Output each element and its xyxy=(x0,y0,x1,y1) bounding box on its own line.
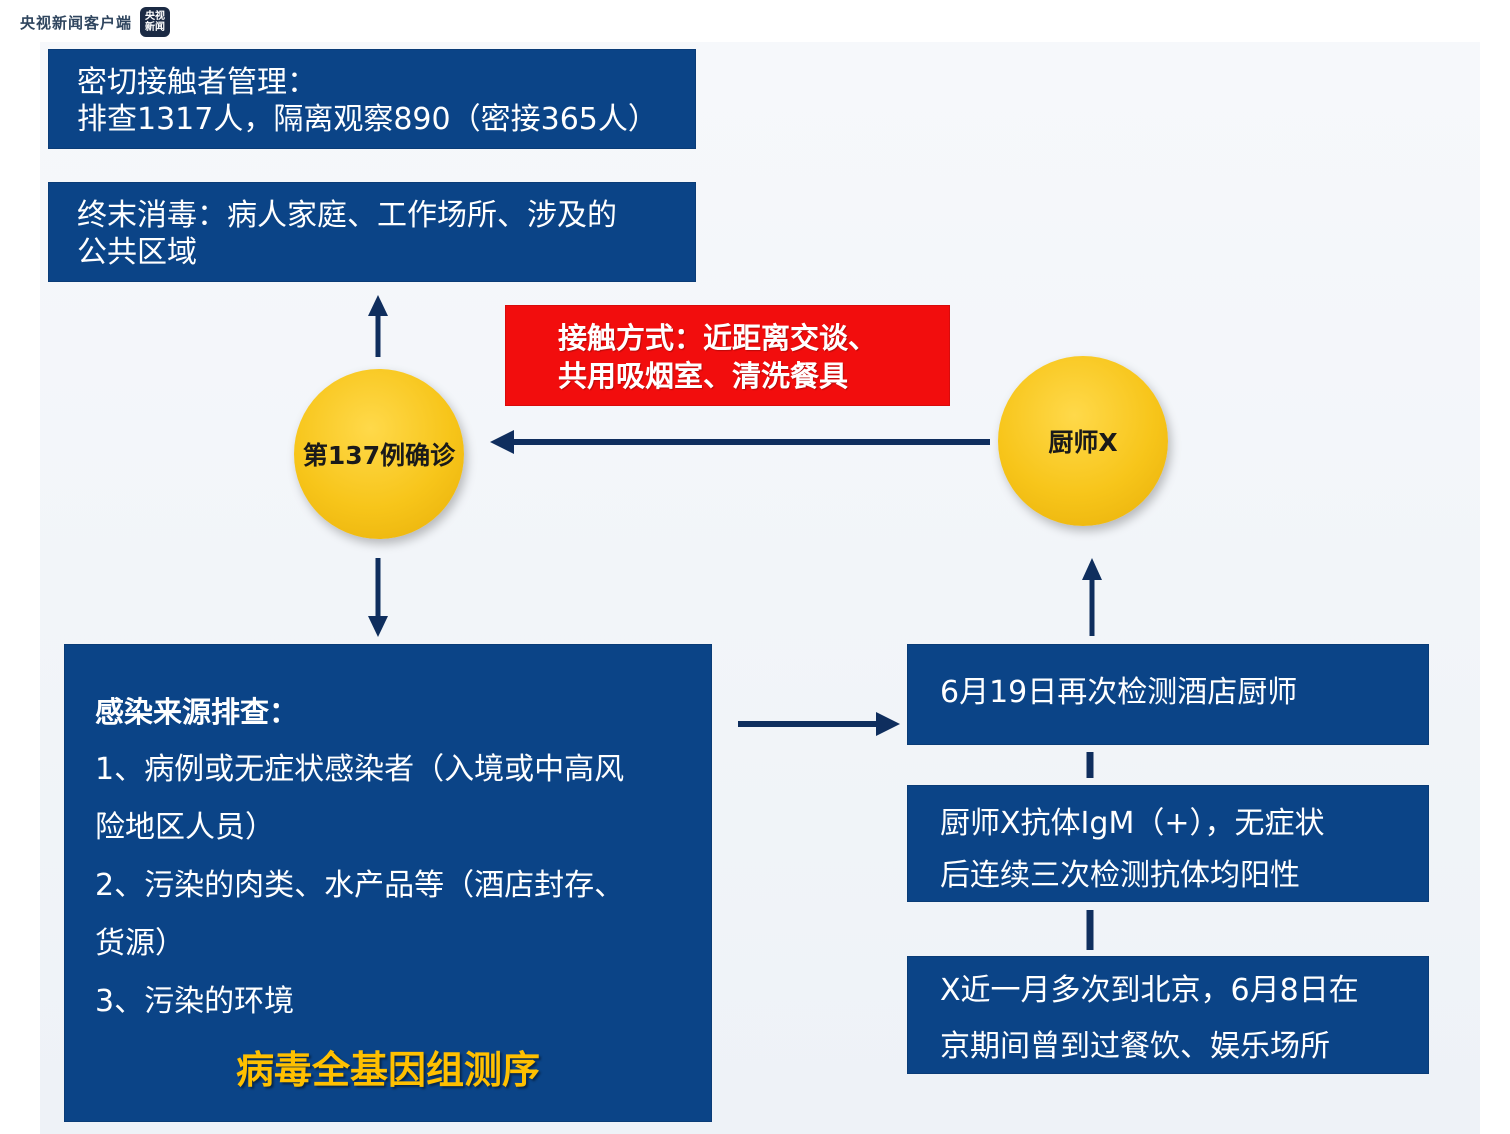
genome-sequencing-label: 病毒全基因组测序 xyxy=(235,1048,540,1092)
case-137-node: 第137例确诊 xyxy=(294,369,464,539)
infection-source-box: 感染来源排查： 1、病例或无症状感染者（入境或中高风 险地区人员） 2、污染的肉… xyxy=(64,644,712,1122)
brand-logo: 央视新闻 xyxy=(140,7,171,37)
travel-line-2: 京期间曾到过餐饮、娱乐场所 xyxy=(940,1029,1330,1064)
travel-history-box: X近一月多次到北京，6月8日在 京期间曾到过餐饮、娱乐场所 xyxy=(907,956,1429,1074)
disinfection-line-1: 终末消毒：病人家庭、工作场所、涉及的 xyxy=(77,198,617,233)
source-item-1-line-2: 险地区人员） xyxy=(95,810,275,845)
disinfection-box: 终末消毒：病人家庭、工作场所、涉及的 公共区域 xyxy=(48,182,696,282)
source-item-2-line-1: 2、污染的肉类、水产品等（酒店封存、 xyxy=(95,868,625,903)
antibody-result-box: 厨师X抗体IgM（+），无症状 后连续三次检测抗体均阳性 xyxy=(907,785,1429,902)
source-item-3: 3、污染的环境 xyxy=(95,984,295,1019)
antibody-line-1: 厨师X抗体IgM（+），无症状 xyxy=(940,806,1325,841)
travel-line-1: X近一月多次到北京，6月8日在 xyxy=(940,973,1359,1008)
chef-retest-box: 6月19日再次检测酒店厨师 xyxy=(907,644,1429,745)
source-item-2-line-2: 货源） xyxy=(95,926,185,961)
chef-x-label: 厨师X xyxy=(1048,428,1118,457)
brand-header: 央视新闻客户端 央视新闻 xyxy=(20,7,171,37)
source-item-1-line-1: 1、病例或无症状感染者（入境或中高风 xyxy=(95,752,625,787)
contact-mode-line-1: 接触方式：近距离交谈、 xyxy=(558,321,878,355)
brand-text: 央视新闻客户端 xyxy=(20,13,133,32)
source-title: 感染来源排查： xyxy=(95,695,299,729)
antibody-line-2: 后连续三次检测抗体均阳性 xyxy=(940,858,1300,893)
chef-retest-text: 6月19日再次检测酒店厨师 xyxy=(940,675,1298,710)
logo-line-1: 央视 xyxy=(145,11,166,22)
disinfection-line-2: 公共区域 xyxy=(77,235,197,270)
chef-x-node: 厨师X xyxy=(998,356,1168,526)
logo-line-2: 新闻 xyxy=(145,22,166,33)
close-contacts-stats: 排查1317人，隔离观察890（密接365人） xyxy=(77,102,658,137)
close-contacts-title: 密切接触者管理： xyxy=(77,65,317,100)
case-137-label: 第137例确诊 xyxy=(302,441,456,470)
contact-mode-line-2: 共用吸烟室、清洗餐具 xyxy=(558,359,849,393)
close-contacts-box: 密切接触者管理： 排查1317人，隔离观察890（密接365人） xyxy=(48,49,696,149)
contact-mode-box: 接触方式：近距离交谈、 共用吸烟室、清洗餐具 xyxy=(505,305,950,406)
